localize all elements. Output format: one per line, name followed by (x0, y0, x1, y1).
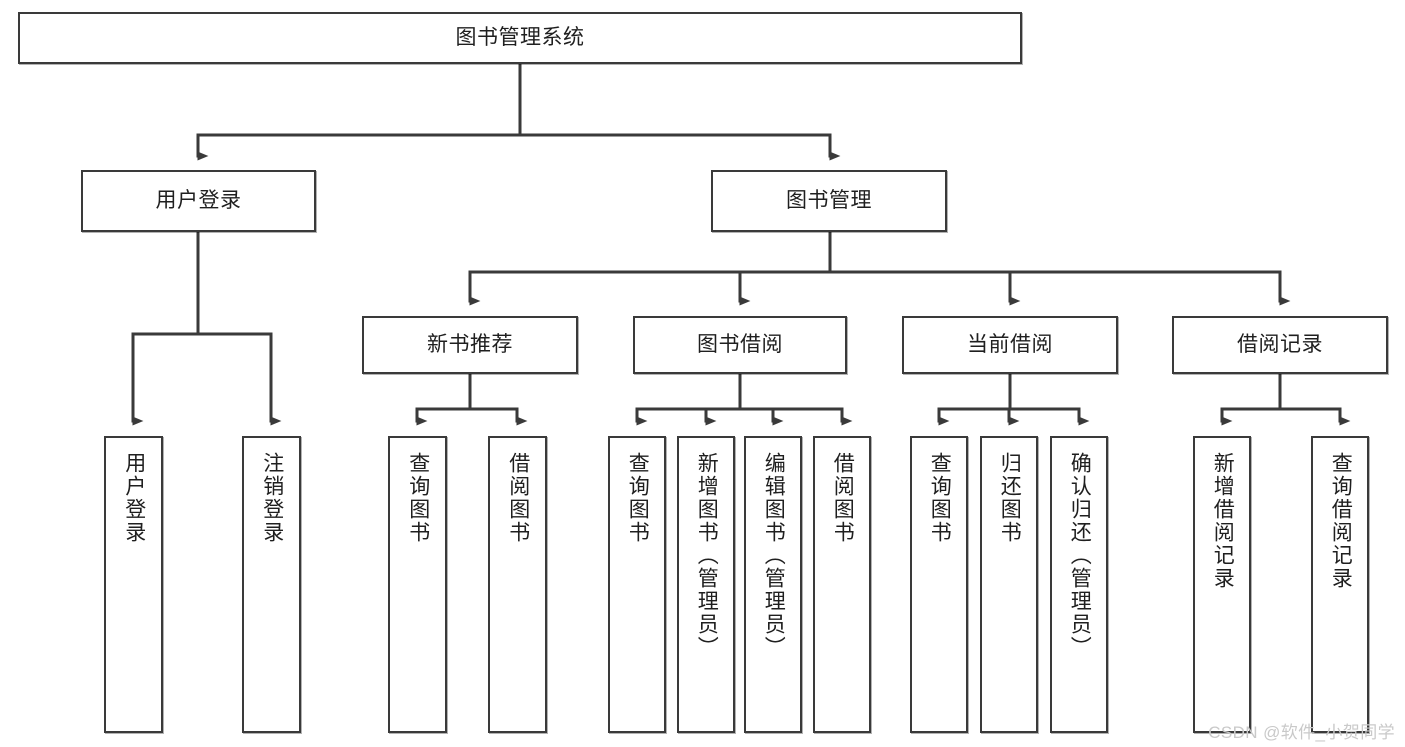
leaf-user-logout[interactable]: 注销登录 (242, 436, 301, 733)
node-label: 借阅图书 (831, 452, 855, 544)
leaf-borrow-query-book[interactable]: 查询图书 (608, 436, 666, 733)
leaf-borrow-add-book[interactable]: 新增图书（管理员） (677, 436, 735, 733)
node-label: 用户登录 (155, 189, 242, 213)
leaf-borrow-borrow-book[interactable]: 借阅图书 (813, 436, 871, 733)
node-label: 查询图书 (928, 452, 952, 544)
node-book-borrow[interactable]: 图书借阅 (633, 316, 847, 374)
node-label: 归还图书 (998, 452, 1022, 544)
leaf-user-login[interactable]: 用户登录 (104, 436, 163, 733)
leaf-new-book-query[interactable]: 查询图书 (388, 436, 447, 733)
node-label: 用户登录 (122, 452, 146, 544)
leaf-current-query-book[interactable]: 查询图书 (910, 436, 968, 733)
node-label: 新增图书（管理员） (695, 452, 719, 659)
node-user-login[interactable]: 用户登录 (81, 170, 316, 232)
node-book-management[interactable]: 图书管理 (711, 170, 947, 232)
node-label: 图书管理 (786, 189, 872, 213)
node-label: 当前借阅 (967, 333, 1053, 357)
node-root-library-system[interactable]: 图书管理系统 (18, 12, 1022, 64)
leaf-record-add[interactable]: 新增借阅记录 (1193, 436, 1251, 733)
node-label: 图书借阅 (697, 333, 783, 357)
node-label: 查询图书 (626, 452, 650, 544)
node-label: 新增借阅记录 (1211, 452, 1235, 590)
leaf-current-return-book[interactable]: 归还图书 (980, 436, 1038, 733)
leaf-borrow-edit-book[interactable]: 编辑图书（管理员） (744, 436, 802, 733)
node-label: 借阅记录 (1237, 333, 1323, 357)
leaf-new-book-borrow[interactable]: 借阅图书 (488, 436, 547, 733)
node-label: 借阅图书 (506, 452, 530, 544)
node-label: 编辑图书（管理员） (762, 452, 786, 659)
node-label: 图书管理系统 (455, 26, 585, 50)
node-current-borrow[interactable]: 当前借阅 (902, 316, 1118, 374)
node-label: 确认归还（管理员） (1068, 452, 1092, 659)
node-borrow-record[interactable]: 借阅记录 (1172, 316, 1388, 374)
node-label: 新书推荐 (427, 333, 513, 357)
leaf-current-confirm-return[interactable]: 确认归还（管理员） (1050, 436, 1108, 733)
node-label: 注销登录 (260, 452, 284, 544)
node-label: 查询图书 (406, 452, 430, 544)
node-new-book-recommend[interactable]: 新书推荐 (362, 316, 578, 374)
leaf-record-query[interactable]: 查询借阅记录 (1311, 436, 1369, 733)
node-label: 查询借阅记录 (1329, 452, 1353, 590)
